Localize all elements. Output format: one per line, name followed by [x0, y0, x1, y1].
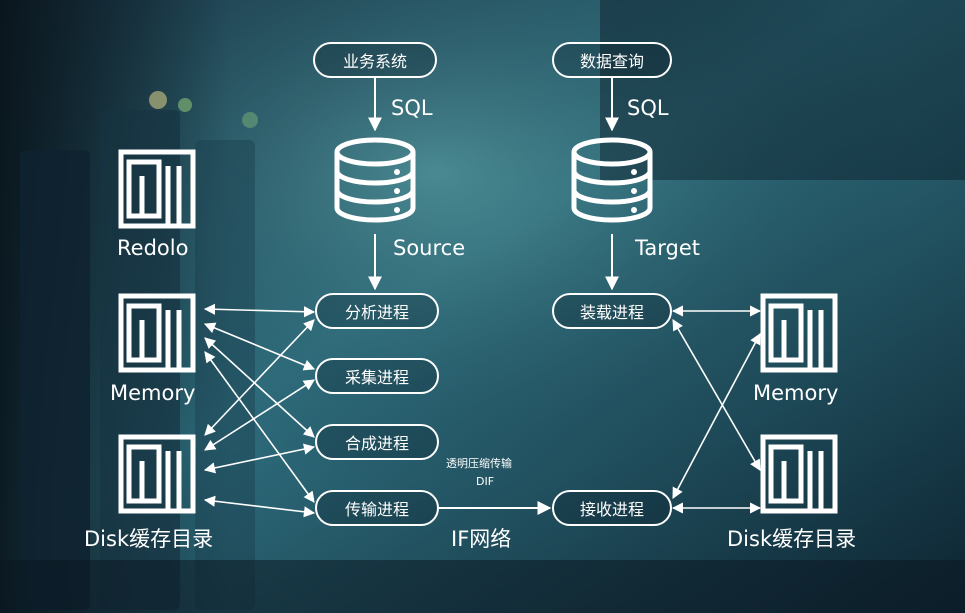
- redolo-file-panel-icon: [121, 152, 193, 226]
- transfer-process-node: 传输进程: [315, 490, 439, 526]
- target-sql-label: SQL: [627, 96, 669, 120]
- source-database-icon: [337, 140, 413, 220]
- target-disk-cache-label: Disk缓存目录: [727, 527, 857, 551]
- receive-process-node: 接收进程: [552, 490, 672, 526]
- analysis-process-node: 分析进程: [315, 293, 439, 329]
- memory-label: Memory: [110, 381, 196, 405]
- business-system-node: 业务系统: [313, 42, 437, 78]
- memory-file-panel-icon: [121, 296, 193, 370]
- load-process-node: 装载进程: [552, 293, 672, 329]
- compression-note: 透明压缩传输: [446, 457, 512, 470]
- target-database-icon: [574, 140, 650, 220]
- right-crossing-arrows: [671, 305, 762, 514]
- target-disk-cache-file-panel-icon: [763, 437, 835, 511]
- dif-note: DIF: [476, 475, 495, 488]
- target-memory-label: Memory: [753, 381, 839, 405]
- target-db-label: Target: [635, 236, 700, 260]
- redolo-label: Redolo: [117, 236, 189, 260]
- left-crossing-arrows: [203, 303, 316, 518]
- disk-cache-label: Disk缓存目录: [84, 527, 214, 551]
- network-label: IF网络: [451, 527, 512, 551]
- target-memory-file-panel-icon: [763, 296, 835, 370]
- data-query-node: 数据查询: [552, 42, 672, 78]
- source-db-label: Source: [393, 236, 466, 260]
- source-sql-label: SQL: [391, 96, 433, 120]
- collect-process-node: 采集进程: [315, 358, 439, 394]
- disk-cache-file-panel-icon: [121, 437, 193, 511]
- merge-process-node: 合成进程: [315, 424, 439, 460]
